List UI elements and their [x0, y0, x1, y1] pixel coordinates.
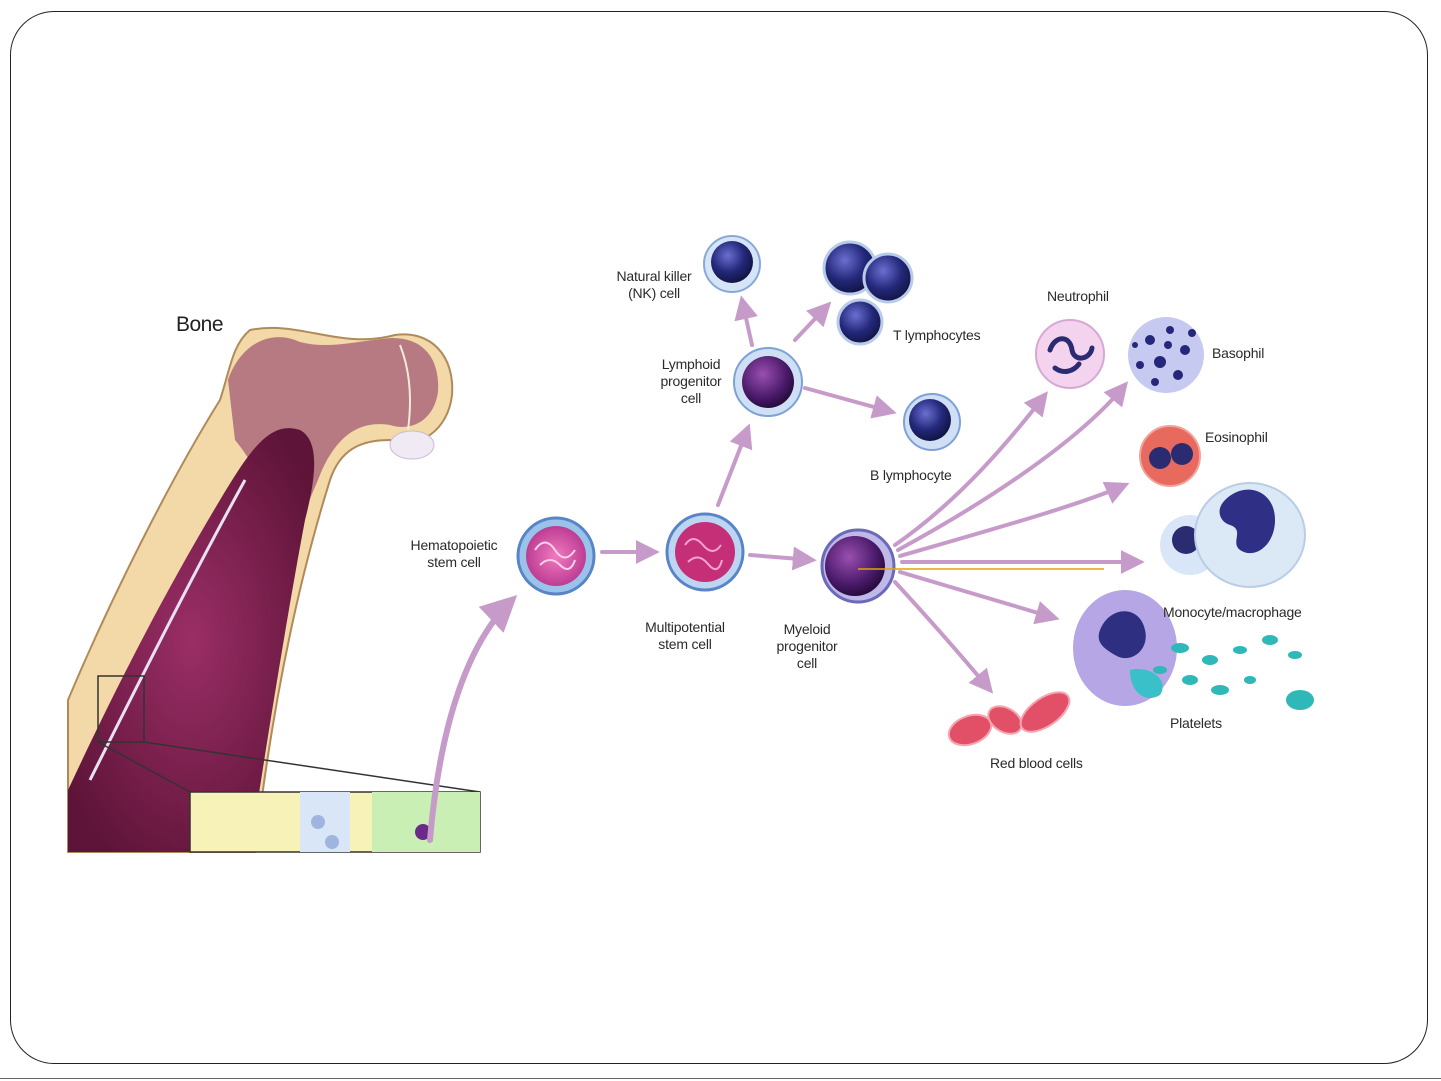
- label-hematopoietic-stem-cell: Hematopoietic stem cell: [392, 537, 516, 571]
- label-t-lymphocytes: T lymphocytes: [893, 327, 980, 344]
- red-blood-cells: [945, 684, 1076, 750]
- bone-illustration: [68, 328, 480, 852]
- label-basophil: Basophil: [1212, 345, 1264, 362]
- bottom-rule: [0, 1078, 1441, 1079]
- eosinophil: [1140, 426, 1200, 486]
- label-platelets: Platelets: [1170, 715, 1222, 732]
- b-lymphocyte: [904, 394, 960, 450]
- macrophage-large: [1073, 590, 1177, 706]
- nk-cell: [704, 236, 760, 292]
- monocyte-macrophage: [1160, 483, 1305, 587]
- label-lymphoid-progenitor-cell: Lymphoid progenitor cell: [646, 356, 736, 407]
- basophil: [1128, 317, 1204, 393]
- platelets: [1153, 635, 1314, 710]
- label-neutrophil: Neutrophil: [1047, 288, 1109, 305]
- neutrophil: [1036, 320, 1104, 388]
- lymphoid-progenitor-cell: [734, 348, 802, 416]
- label-bone: Bone: [176, 316, 223, 333]
- label-multipotential-stem-cell: Multipotential stem cell: [626, 619, 744, 653]
- label-red-blood-cells: Red blood cells: [990, 755, 1083, 772]
- label-nk-cell: Natural killer (NK) cell: [600, 268, 708, 302]
- label-eosinophil: Eosinophil: [1205, 429, 1268, 446]
- multipotential-stem-cell: [667, 514, 743, 590]
- label-b-lymphocyte: B lymphocyte: [870, 467, 952, 484]
- myeloid-progenitor-cell: [822, 530, 894, 602]
- label-myeloid-progenitor-cell: Myeloid progenitor cell: [760, 621, 854, 672]
- label-monocyte-macrophage: Monocyte/macrophage: [1163, 604, 1302, 621]
- hematopoietic-stem-cell: [518, 518, 594, 594]
